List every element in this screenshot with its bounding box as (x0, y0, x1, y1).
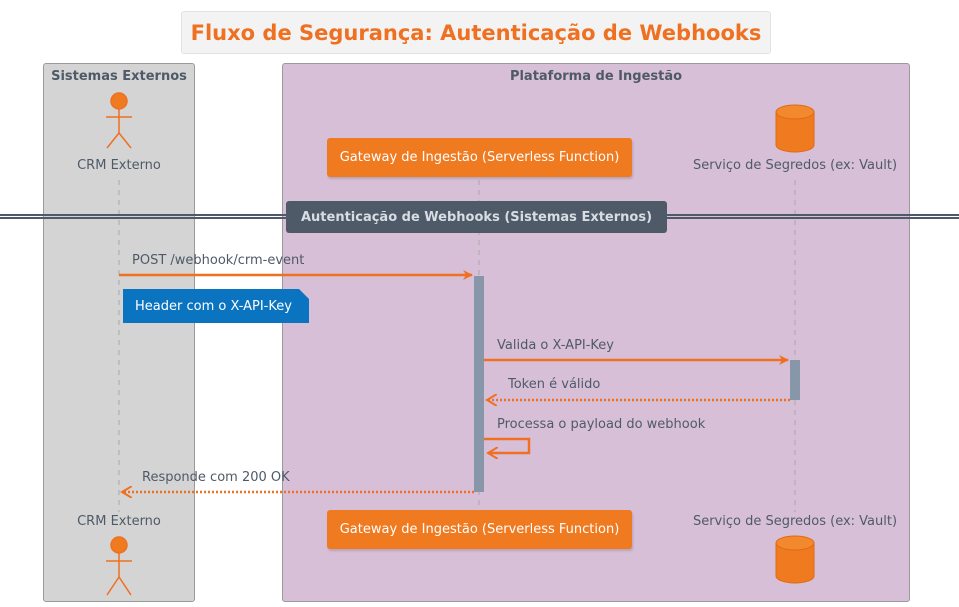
note-text: Header com o X-API-Key (135, 298, 292, 314)
participant-vault-bottom-label: Serviço de Segredos (ex: Vault) (692, 514, 898, 529)
arrow-self-processa (484, 437, 531, 453)
message-post-webhook: POST /webhook/crm-event (132, 253, 305, 268)
section-divider-label: Autenticação de Webhooks (Sistemas Exter… (286, 201, 667, 233)
participant-crm-top-label: CRM Externo (77, 158, 161, 173)
database-vault-bottom (775, 535, 815, 584)
actor-crm-bottom (106, 536, 132, 596)
message-processa-payload: Processa o payload do webhook (497, 417, 706, 432)
box-external-label: Sistemas Externos (51, 69, 187, 84)
note-header-api-key: Header com o X-API-Key (123, 289, 309, 323)
message-token-valido: Token é válido (508, 377, 601, 392)
participant-vault-top-label: Serviço de Segredos (ex: Vault) (692, 158, 898, 173)
activation-gateway (474, 276, 484, 492)
participant-gateway-top: Gateway de Ingestão (Serverless Function… (327, 138, 632, 177)
message-valida-api-key: Valida o X-API-Key (497, 338, 614, 353)
activation-vault (790, 360, 800, 400)
box-platform-label: Plataforma de Ingestão (509, 69, 683, 84)
participant-crm-bottom-label: CRM Externo (77, 514, 161, 529)
actor-crm-top (106, 92, 132, 149)
diagram-title: Fluxo de Segurança: Autenticação de Webh… (190, 20, 762, 45)
diagram-title-box: Fluxo de Segurança: Autenticação de Webh… (181, 11, 771, 54)
database-vault-top (775, 104, 815, 153)
participant-gateway-bottom: Gateway de Ingestão (Serverless Function… (327, 510, 632, 549)
message-responde-200: Responde com 200 OK (142, 470, 290, 485)
